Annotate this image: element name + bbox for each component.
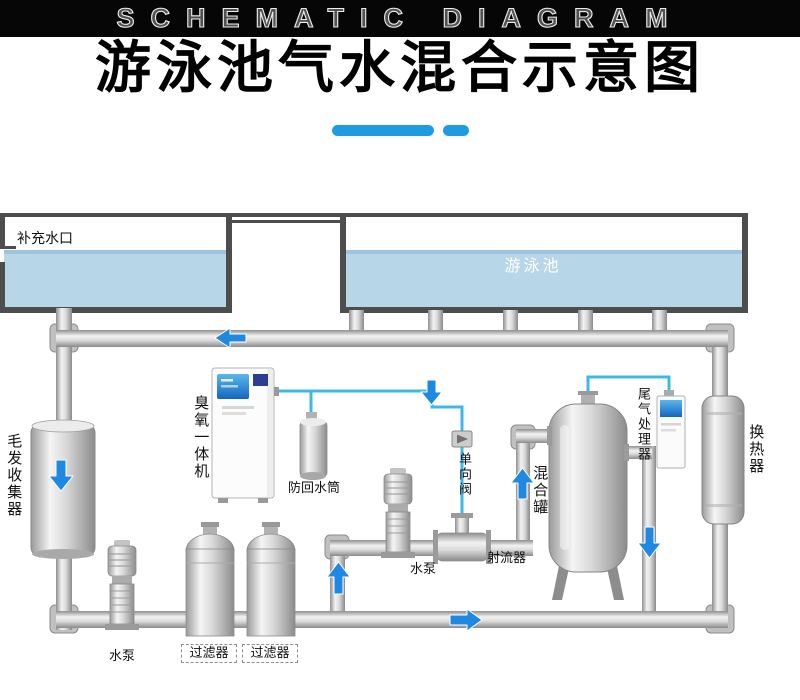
- pump-left-label: 水泵: [108, 648, 135, 663]
- filter-2: [246, 522, 296, 637]
- pool-drain-stub-4: [578, 310, 593, 334]
- flow-arrow-bottom-right: [449, 608, 483, 632]
- makeup-tank-water-surface: [4, 250, 226, 254]
- check-valve-label: 单向阀: [456, 452, 472, 497]
- filter-2-label: 过滤器: [242, 644, 298, 663]
- banner: SCHEMATIC DIAGRAM: [0, 0, 800, 37]
- tank-inlet-elbow: [516, 429, 556, 443]
- banner-text: SCHEMATIC DIAGRAM: [116, 2, 684, 33]
- ejector: [433, 513, 491, 564]
- pool-water-surface: [345, 250, 742, 254]
- underline-dash-long: [331, 125, 434, 136]
- tank-outlet-elbow: [624, 446, 652, 459]
- hair-collector-label: 毛发收集器: [5, 433, 23, 518]
- heat-exchanger: [701, 395, 745, 525]
- flow-arrow-ozone-down: [420, 379, 443, 406]
- hair-collector: [30, 419, 96, 559]
- pool-label: 游泳池: [504, 258, 562, 275]
- flow-arrow-top-left: [214, 327, 247, 349]
- mixing-tank: [547, 391, 629, 600]
- pipe-bottom-horizontal: [56, 611, 728, 628]
- underline-dash-short: [442, 125, 469, 136]
- check-valve: [451, 430, 473, 448]
- filter-1-label: 过滤器: [181, 644, 237, 663]
- tail-gas-label: 尾气处理器: [635, 387, 651, 462]
- ozone-machine: [211, 367, 279, 503]
- flow-arrows: [48, 327, 662, 632]
- pool-walls: [0, 213, 748, 313]
- pool-drain-stub-2: [428, 310, 443, 334]
- mixing-tank-label: 混合罐: [531, 465, 549, 516]
- pool-water: [345, 250, 742, 308]
- ejector-label: 射流器: [487, 550, 527, 565]
- tail-gas-screen: [660, 400, 682, 417]
- pump-middle: [381, 468, 415, 558]
- heat-exchanger-label: 换热器: [747, 424, 765, 475]
- ozone-machine-label: 臭氧一体机: [192, 395, 210, 480]
- tail-gas-processor: [656, 390, 686, 469]
- pool-drain-stub-5: [652, 310, 667, 334]
- flow-arrow-riser-up: [326, 561, 351, 595]
- pipe-top-horizontal: [56, 330, 728, 347]
- ozone-outlet-stub: [274, 387, 279, 396]
- makeup-inlet-label: 补充水口: [17, 230, 73, 246]
- title-underline: [0, 125, 800, 136]
- flow-arrow-tank-inlet-up: [510, 467, 535, 500]
- pump-left: [105, 540, 139, 630]
- pump-middle-label: 水泵: [410, 561, 437, 576]
- anti-backflow-label: 防回水筒: [287, 480, 340, 495]
- anti-backflow-cylinder: [299, 412, 328, 480]
- pool-structures: [0, 213, 748, 313]
- makeup-tank-water: [4, 250, 226, 308]
- flow-arrow-tank-outlet-down: [637, 526, 662, 559]
- pool-drain-stub-1: [349, 310, 364, 334]
- flow-arrow-collector-down: [48, 459, 74, 492]
- page-title: 游泳池气水混合示意图: [95, 36, 705, 99]
- pool-drain-stub-3: [503, 310, 518, 334]
- ozone-line-tailgas: [586, 375, 671, 399]
- filter-1: [185, 522, 235, 637]
